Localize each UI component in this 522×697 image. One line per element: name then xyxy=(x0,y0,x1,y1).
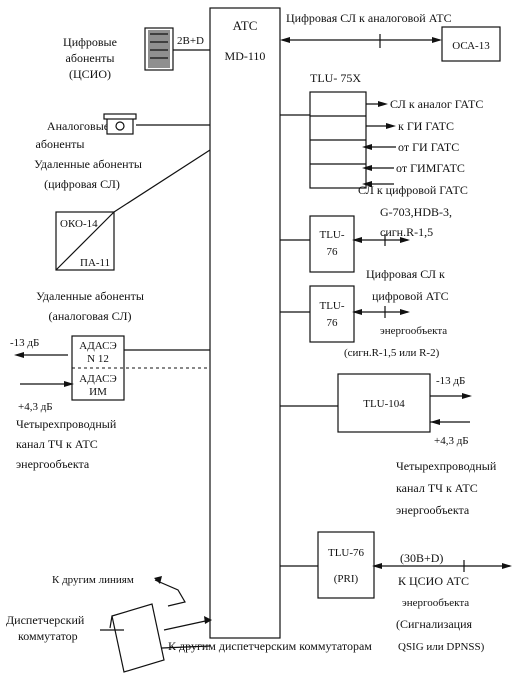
adase-top-line2: N 12 xyxy=(87,353,109,365)
tlu104-block xyxy=(337,373,431,433)
to-isdn-line3: (Сигнализация xyxy=(396,617,473,631)
dispatcher-arrowhead-1 xyxy=(204,616,212,624)
tlu76a-line1: TLU- xyxy=(319,229,344,241)
tlu76b-arrowhead-left xyxy=(352,309,362,315)
tlu76a-line2: 76 xyxy=(327,246,339,258)
g703-line1: G-703,HDB-3, xyxy=(380,205,452,219)
left-four-wire-line2: канал ТЧ к АТС xyxy=(16,437,98,451)
dispatcher-line2: коммутатор xyxy=(18,629,78,643)
tlu104-label: TLU-104 xyxy=(363,398,405,410)
tlu76b-arrowhead-right xyxy=(400,309,410,315)
pbx-title: АТС xyxy=(233,18,258,33)
energy-obj-line1: энергообъекта xyxy=(380,325,447,337)
osa13-block xyxy=(441,26,501,62)
right-four-wire-line3: энергообъекта xyxy=(396,503,470,517)
remote-digital-link xyxy=(113,149,211,213)
analog-subs-line1: Аналоговые xyxy=(47,119,109,133)
tlu104-out-arrowhead xyxy=(462,393,472,399)
tlu76pri-line1: TLU-76 xyxy=(328,547,365,559)
left-in-arrowhead xyxy=(14,352,24,358)
adase-bottom-line1: АДАСЭ xyxy=(79,373,116,385)
tlu76a-arrowhead-left xyxy=(352,237,362,243)
trunk-arrow-5 xyxy=(362,181,372,187)
osa13-arrowhead-right xyxy=(432,37,442,43)
digital-subs-line3: (ЦСИО) xyxy=(69,67,111,81)
analog-subs-line2: абоненты xyxy=(36,137,85,151)
remote-analog-line1: Удаленные абоненты xyxy=(36,289,144,303)
pbx-model: MD-110 xyxy=(225,49,266,63)
to-other-lines-label: К другим линиям xyxy=(52,574,134,586)
trunk-arrow-4 xyxy=(362,165,372,171)
oko14-label: ОКО-14 xyxy=(60,218,98,230)
trunk-from-gi: от ГИ ГАТС xyxy=(398,140,459,154)
remote-digital-line2: (цифровая СЛ) xyxy=(44,177,120,191)
tlu104-in-arrowhead xyxy=(430,419,440,425)
digital-trunk-analog-label: Цифровая СЛ к аналоговой АТС xyxy=(286,11,452,25)
tlu76b-block xyxy=(309,285,355,343)
tlu76b-line1: TLU- xyxy=(319,300,344,312)
left-out-arrowhead xyxy=(64,381,74,387)
pbx-md110-block xyxy=(209,7,281,639)
digital-terminal-icon xyxy=(144,27,174,71)
trunk-arrow-3 xyxy=(362,144,372,150)
left-level-plus43: +4,3 дБ xyxy=(18,401,53,413)
remote-digital-line1: Удаленные абоненты xyxy=(34,157,142,171)
oko14-pa11-block: ОКО-14 ПА-11 xyxy=(55,211,115,271)
phone-icon xyxy=(103,113,137,135)
tlu76pri-line2: (PRI) xyxy=(334,573,359,585)
trunk-to-gi: к ГИ ГАТС xyxy=(398,119,454,133)
dispatcher-pbx-link xyxy=(163,619,211,631)
pri-link-label: (30B+D) xyxy=(400,551,443,565)
digital-subs-line1: Цифровые xyxy=(63,35,117,49)
remote-analog-line2: (аналоговая СЛ) xyxy=(49,309,132,323)
left-four-wire-line1: Четырехпроводный xyxy=(16,417,117,431)
pa11-label: ПА-11 xyxy=(80,257,110,269)
energy-obj-line2: (сигн.R-1,5 или R-2) xyxy=(344,347,440,359)
g703-line2: сигн.R-1,5 xyxy=(380,225,433,239)
digital-trunk-digital-line2: цифровой АТС xyxy=(372,289,449,303)
to-isdn-line1: К ЦСИО АТС xyxy=(398,574,469,588)
trunk-digital-gats: СЛ к цифровой ГАТС xyxy=(358,183,468,197)
right-four-wire-line2: канал ТЧ к АТС xyxy=(396,481,478,495)
tlu76pri-block xyxy=(317,531,375,599)
dispatcher-console-icon xyxy=(100,603,165,673)
tlu76b-line2: 76 xyxy=(327,317,339,329)
to-other-lines-path xyxy=(154,579,186,607)
adase-bottom-line2: ИМ xyxy=(89,386,107,398)
tlu76a-arrowhead-right xyxy=(400,237,410,243)
trunk-arrow-2 xyxy=(386,123,396,129)
right-level-minus13: -13 дБ xyxy=(436,375,465,387)
tlu76pri-arrowhead-left xyxy=(372,563,382,569)
trunk-arrow-1 xyxy=(378,101,388,107)
dispatcher-line1: Диспетчерский xyxy=(6,613,85,627)
dispatcher-link-2 xyxy=(161,645,211,649)
osa13-label: ОСА-13 xyxy=(452,40,490,52)
to-isdn-line2: энергообъекта xyxy=(402,597,469,609)
digital-trunk-digital-line1: Цифровая СЛ к xyxy=(366,267,445,281)
link-2bd-label: 2B+D xyxy=(177,35,204,47)
trunk-analog-gats: СЛ к аналог ГАТС xyxy=(390,97,483,111)
tlu75x-label: TLU- 75X xyxy=(310,71,361,85)
digital-subs-line2: абоненты xyxy=(66,51,115,65)
to-other-lines-arrowhead xyxy=(154,576,162,584)
left-level-minus13: -13 дБ xyxy=(10,337,39,349)
tlu76a-block xyxy=(309,215,355,273)
osa13-arrowhead-left xyxy=(280,37,290,43)
left-four-wire-line3: энергообъекта xyxy=(16,457,90,471)
trunk-from-gim: от ГИМГАТС xyxy=(396,161,465,175)
tlu76pri-arrowhead-right xyxy=(502,563,512,569)
right-level-plus43: +4,3 дБ xyxy=(434,435,469,447)
adase-top-line1: АДАСЭ xyxy=(79,340,116,352)
to-isdn-line4: QSIG или DPNSS) xyxy=(398,641,485,653)
right-four-wire-line1: Четырехпроводный xyxy=(396,459,497,473)
to-other-dispatchers-label: К другим диспетчерским коммутаторам xyxy=(168,639,372,653)
